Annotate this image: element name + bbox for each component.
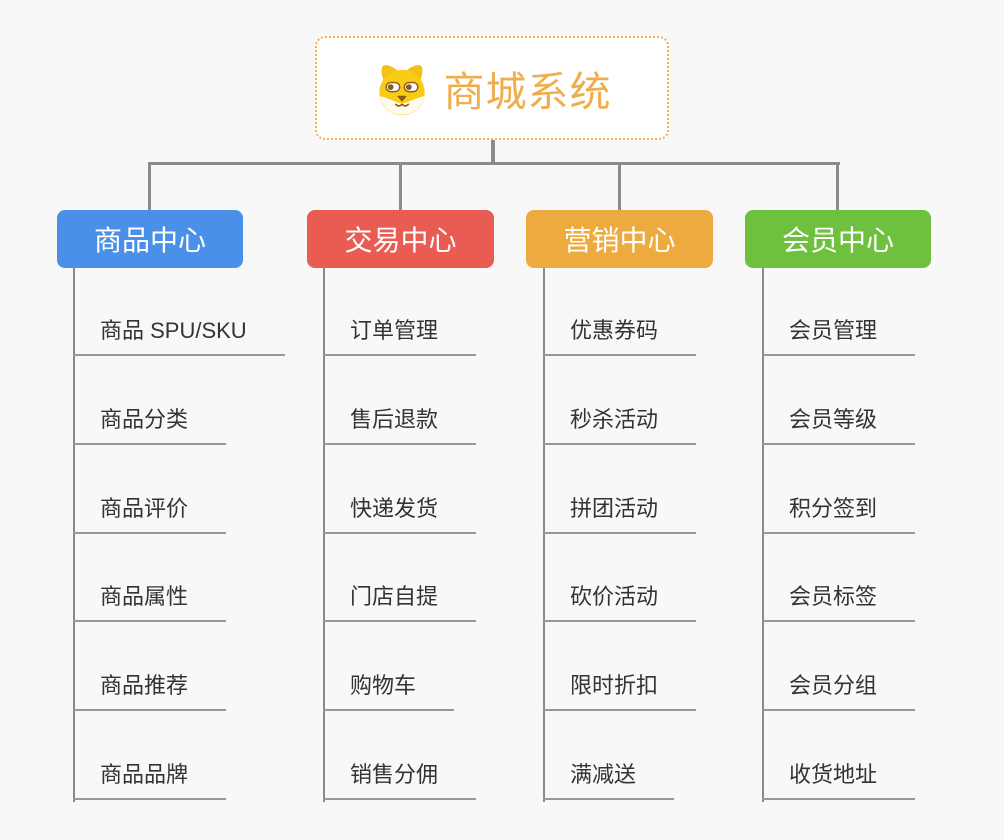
branch-vertical-line — [762, 268, 764, 802]
child-node[interactable]: 销售分佣 — [323, 760, 477, 800]
branch-vertical-line — [543, 268, 545, 802]
child-node[interactable]: 商品评价 — [73, 494, 227, 534]
branch-header-trade-center[interactable]: 交易中心 — [307, 210, 494, 268]
child-node[interactable]: 商品推荐 — [73, 671, 227, 711]
connector-drop-branch-4 — [836, 162, 839, 211]
child-node[interactable]: 收货地址 — [762, 760, 916, 800]
connector-drop-branch-3 — [618, 162, 621, 211]
child-node[interactable]: 商品属性 — [73, 582, 227, 622]
dog-face-icon — [378, 65, 425, 116]
connector-root-drop — [491, 140, 495, 163]
connector-drop-branch-1 — [148, 162, 151, 211]
child-node[interactable]: 限时折扣 — [543, 671, 697, 711]
child-node[interactable]: 商品 SPU/SKU — [73, 316, 285, 356]
connector-bus — [148, 162, 840, 165]
child-node[interactable]: 购物车 — [323, 671, 455, 711]
branch-header-product-center[interactable]: 商品中心 — [57, 210, 243, 268]
child-node[interactable]: 积分签到 — [762, 494, 916, 534]
child-node[interactable]: 满减送 — [543, 760, 675, 800]
child-node[interactable]: 优惠券码 — [543, 316, 697, 356]
child-node[interactable]: 门店自提 — [323, 582, 477, 622]
child-node[interactable]: 订单管理 — [323, 316, 477, 356]
branch-vertical-line — [73, 268, 75, 802]
branch-vertical-line — [323, 268, 325, 802]
child-node[interactable]: 会员等级 — [762, 405, 916, 445]
connector-drop-branch-2 — [399, 162, 402, 211]
branch-header-marketing-center[interactable]: 营销中心 — [526, 210, 713, 268]
child-node[interactable]: 会员标签 — [762, 582, 916, 622]
child-node[interactable]: 商品品牌 — [73, 760, 227, 800]
branch-column-marketing-center: 优惠券码 秒杀活动 拼团活动 砍价活动 限时折扣 满减送 — [543, 268, 813, 813]
child-node[interactable]: 快递发货 — [323, 494, 477, 534]
child-node[interactable]: 秒杀活动 — [543, 405, 697, 445]
child-node[interactable]: 售后退款 — [323, 405, 477, 445]
root-title: 商城系统 — [443, 69, 612, 115]
branch-column-product-center: 商品 SPU/SKU 商品分类 商品评价 商品属性 商品推荐 商品品牌 — [73, 268, 343, 813]
child-node[interactable]: 拼团活动 — [543, 494, 697, 534]
child-node[interactable]: 商品分类 — [73, 405, 227, 445]
branch-column-trade-center: 订单管理 售后退款 快递发货 门店自提 购物车 销售分佣 — [323, 268, 593, 813]
child-node[interactable]: 砍价活动 — [543, 582, 697, 622]
child-node[interactable]: 会员分组 — [762, 671, 916, 711]
branch-column-member-center: 会员管理 会员等级 积分签到 会员标签 会员分组 收货地址 — [762, 268, 1004, 813]
child-node[interactable]: 会员管理 — [762, 316, 916, 356]
branch-header-member-center[interactable]: 会员中心 — [745, 210, 931, 268]
root-node[interactable]: 商城系统 — [315, 36, 669, 140]
